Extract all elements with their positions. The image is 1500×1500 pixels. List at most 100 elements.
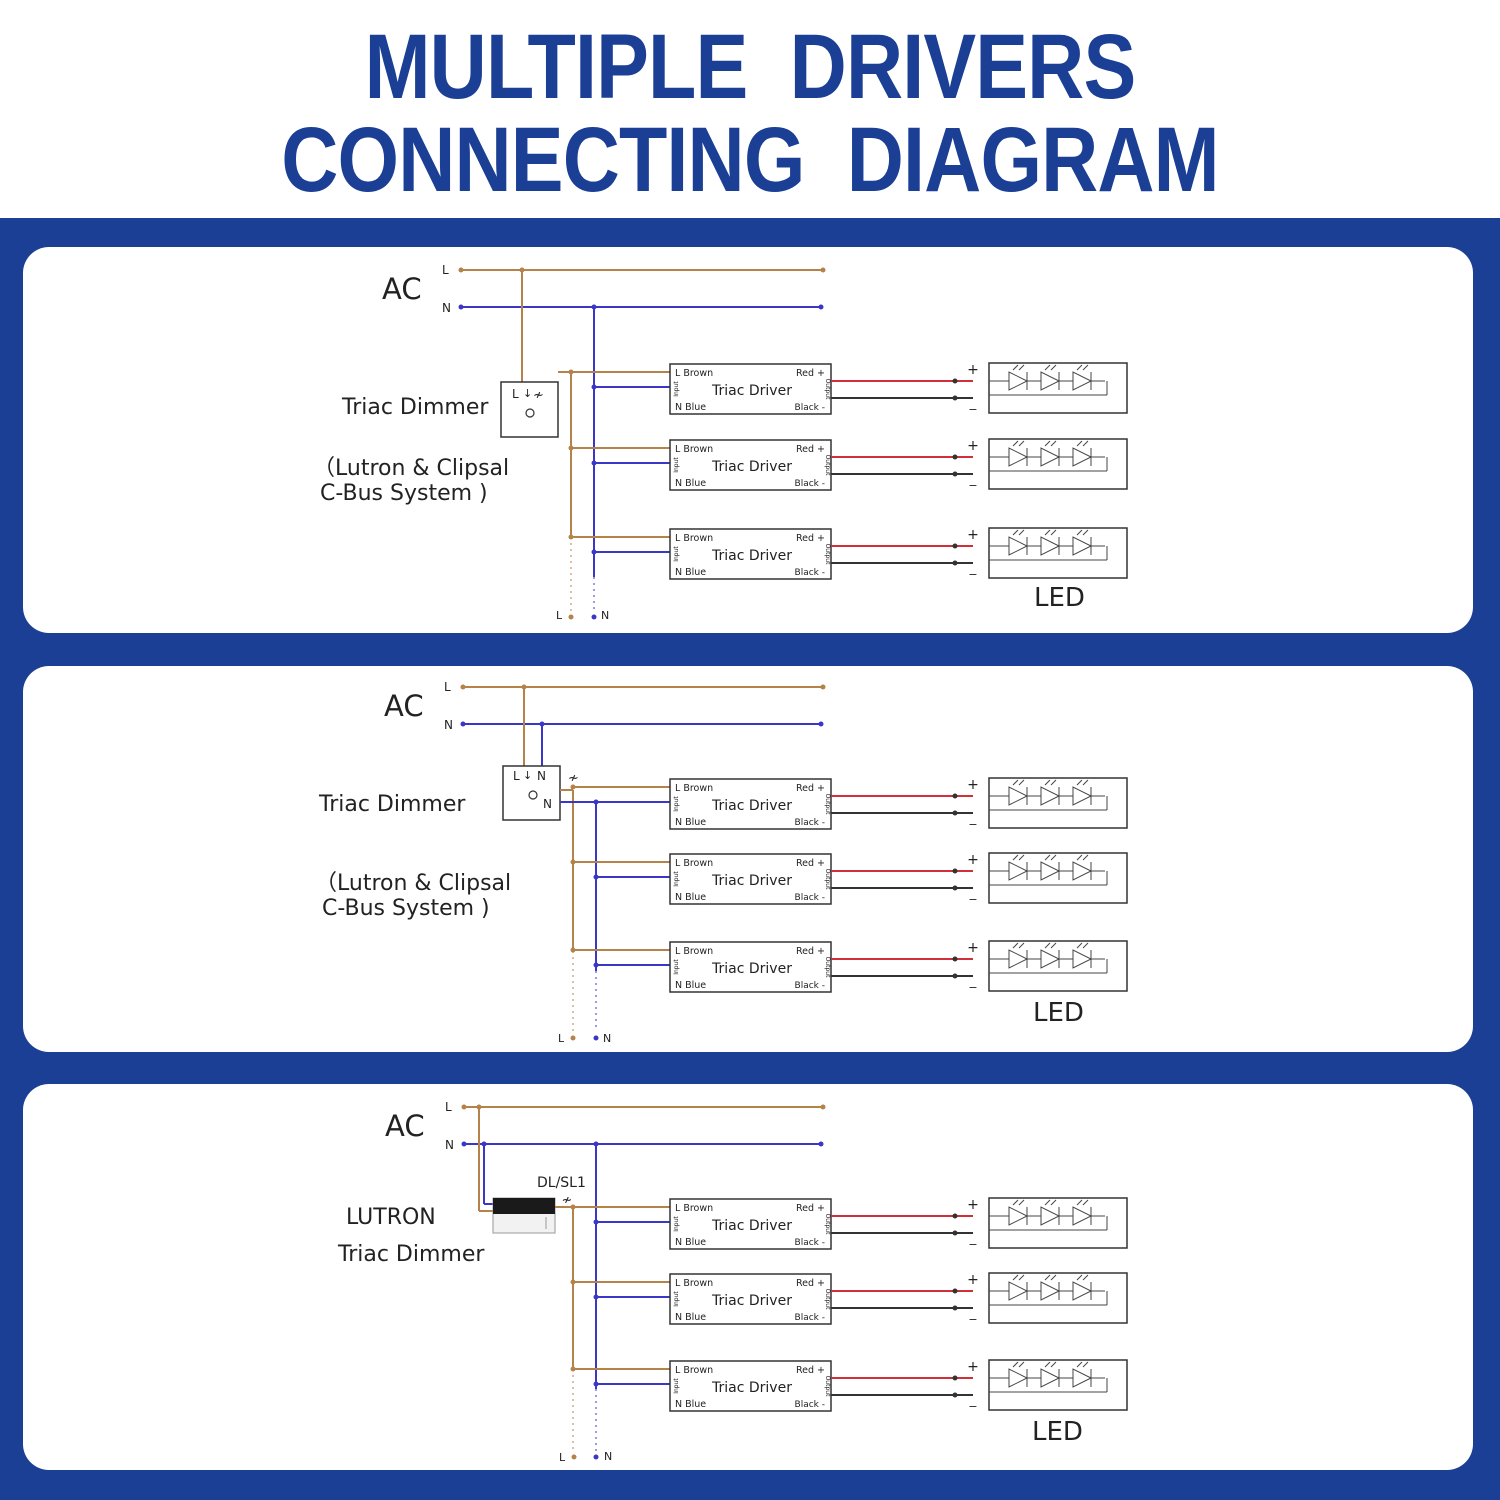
driver-input-label: Input [673,1291,680,1307]
header: MULTIPLE DRIVERS CONNECTING DIAGRAM [0,0,1500,218]
dimmer-symbol-icon: ≁ [568,771,579,786]
led-minus-dot [952,471,958,477]
led-strip-box [988,1359,1128,1411]
driver-output-label: Output [824,1289,831,1310]
led-diode-symbol [1040,1206,1061,1226]
led-diode-symbol [1040,536,1061,556]
driver-black-label: Black - [795,1238,825,1248]
led-plus-label: + [967,438,979,454]
bottom-l-label: L [556,609,563,622]
driver-n-blue-label: N Blue [675,402,706,413]
led-light-ray [1044,854,1051,861]
bottom-n-label: N [604,1450,613,1463]
led-minus-label: − [968,479,977,492]
brand-label: LUTRON [346,1205,436,1230]
led-plus-dot [952,956,958,962]
driver-name-label: Triac Driver [711,961,792,977]
led-diode-symbol [1072,1281,1093,1301]
driver-l-brown-label: L Brown [675,1365,713,1376]
led-light-ray [1012,1274,1019,1281]
led-light-ray [1018,440,1025,447]
led-light-ray [1076,1361,1083,1368]
led-light-ray [1076,854,1083,861]
ac-l-label: L [444,680,451,694]
ac-n-terminal [458,304,464,310]
driver-n-blue-label: N Blue [675,567,706,578]
led-diode-symbol [1008,1281,1029,1301]
led-diode-symbol [1040,861,1061,881]
led-plus-label: + [967,777,979,793]
bottom-l-terminal [570,1035,576,1041]
led-plus-label: + [967,1272,979,1288]
ac-label: AC [385,1109,425,1143]
ac-l-terminal [461,1104,467,1110]
led-diode-symbol [1072,536,1093,556]
led-minus-label: − [968,403,977,416]
led-light-ray [1076,1199,1083,1206]
led-light-ray [1082,779,1089,786]
led-light-ray [1044,1199,1051,1206]
driver-red-label: Red + [796,1203,825,1214]
led-light-ray [1050,440,1057,447]
led-plus-dot [952,793,958,799]
ac-n-label: N [442,301,451,315]
led-light-ray [1076,779,1083,786]
dimmer-knob-icon [525,408,535,418]
driver-n-blue-label: N Blue [675,892,706,903]
led-light-ray [1018,1361,1025,1368]
led-plus-dot [952,1375,958,1381]
driver-output-label: Output [824,957,831,978]
led-minus-dot [952,560,958,566]
led-diode-symbol [1040,949,1061,969]
triac-driver-box [669,1273,832,1325]
led-plus-dot [952,1288,958,1294]
ac-neutral-end [818,1141,824,1147]
led-light-ray [1082,364,1089,371]
driver-black-label: Black - [795,403,825,413]
dimmer-arrow-icon: ↓ [523,769,532,782]
led-light-ray [1012,942,1019,949]
driver-red-label: Red + [796,533,825,544]
ac-l-label: L [442,263,449,277]
driver-n-blue-label: N Blue [675,1399,706,1410]
led-minus-dot [952,885,958,891]
led-diode-symbol [1008,536,1029,556]
led-strip-box [988,1197,1128,1249]
triac-driver-box [669,778,832,830]
driver-name-label: Triac Driver [711,548,792,564]
driver-output-label: Output [824,1214,831,1235]
driver-input-label: Input [673,381,680,397]
dimmer-label: Triac Dimmer [342,395,489,420]
driver-output-label: Output [824,869,831,890]
led-plus-label: + [967,1197,979,1213]
led-light-ray [1082,1361,1089,1368]
dimmer-note-2: C-Bus System ) [322,896,490,921]
led-minus-dot [952,810,958,816]
driver-red-label: Red + [796,858,825,869]
lutron-dimmer-faceplate [493,1198,555,1214]
triac-driver-box [669,853,832,905]
led-minus-label: − [968,1400,977,1413]
led-diode-symbol [1008,1206,1029,1226]
triac-driver-box [669,941,832,993]
dimmer-l-label: L [513,769,520,783]
driver-red-label: Red + [796,368,825,379]
driver-output-label: Output [824,544,831,565]
driver-black-label: Black - [795,893,825,903]
led-light-ray [1082,854,1089,861]
driver-l-brown-label: L Brown [675,858,713,869]
triac-driver-box [669,439,832,491]
led-plus-dot [952,378,958,384]
dimmer-n-out-label: N [543,797,552,811]
led-light-ray [1012,440,1019,447]
driver-name-label: Triac Driver [711,459,792,475]
driver-input-label: Input [673,871,680,887]
driver-input-label: Input [673,1216,680,1232]
driver-l-brown-label: L Brown [675,444,713,455]
led-light-ray [1050,364,1057,371]
led-light-ray [1076,529,1083,536]
led-light-ray [1044,529,1051,536]
driver-l-brown-label: L Brown [675,946,713,957]
